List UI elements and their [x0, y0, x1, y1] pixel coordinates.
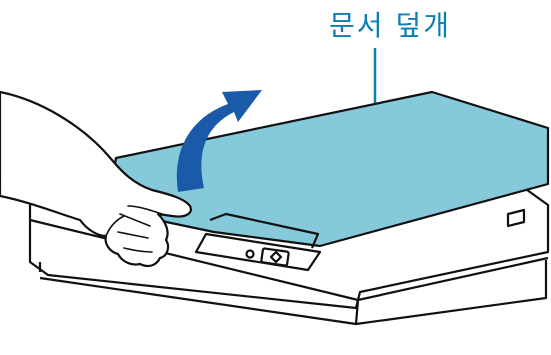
power-indicator-icon [247, 251, 254, 258]
scan-button[interactable] [261, 248, 289, 265]
